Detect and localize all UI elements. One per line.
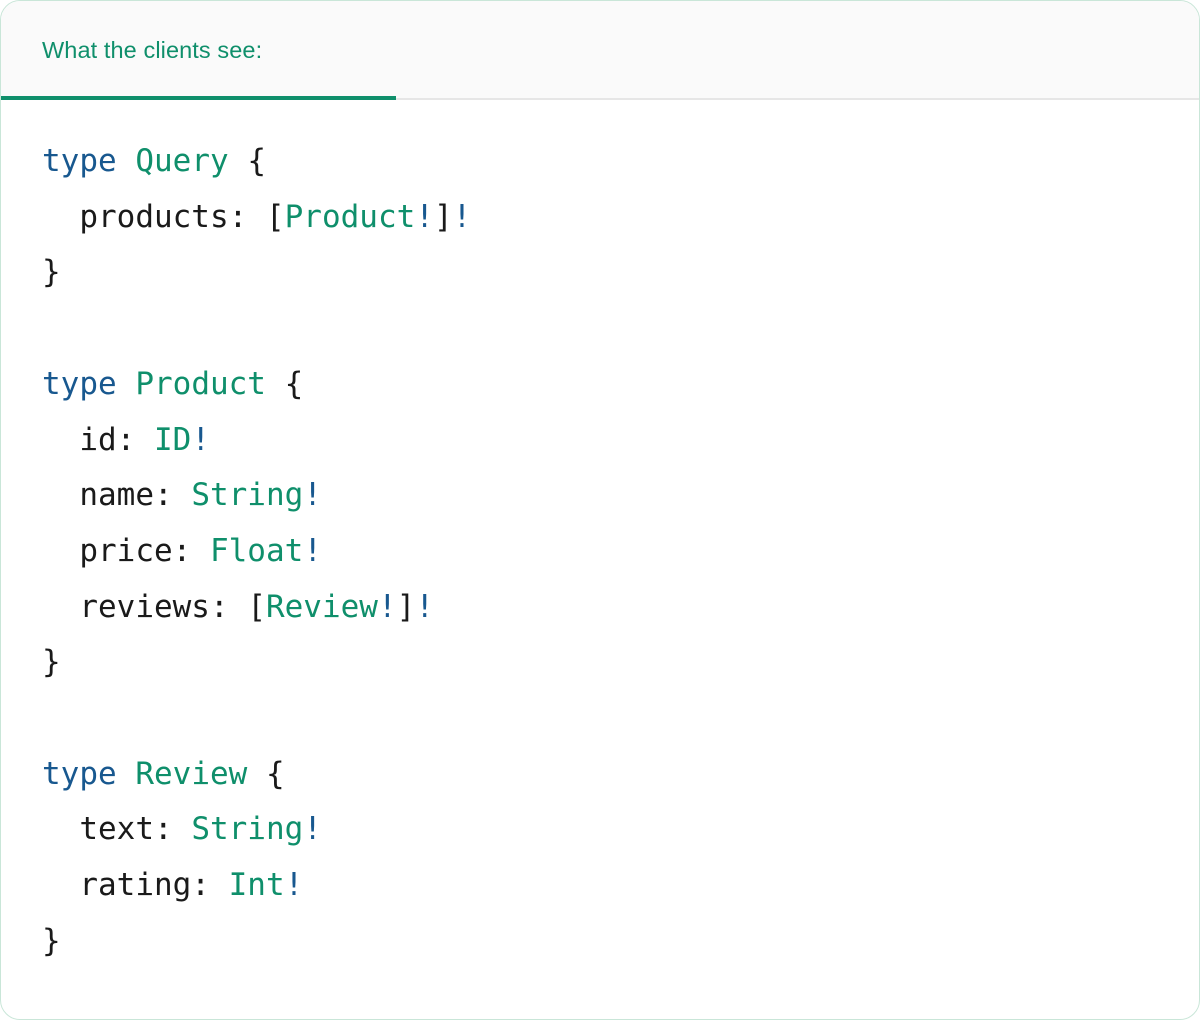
code-token-bang: ! <box>415 198 434 235</box>
graphql-schema-code[interactable]: type Query { products: [Product!]!} type… <box>42 134 1199 970</box>
code-token-field: name: <box>42 477 192 514</box>
code-token-bang: ! <box>377 588 397 625</box>
active-tab-underline <box>1 96 396 100</box>
code-token-type: Float <box>209 532 304 569</box>
code-token-punc: } <box>42 254 61 291</box>
code-token-type: String <box>191 811 304 848</box>
code-token-punc: ] <box>396 588 416 625</box>
code-token-punc <box>117 756 136 792</box>
code-token-type: Query <box>135 143 229 179</box>
code-token-kw: type <box>42 365 117 402</box>
code-token-punc: } <box>42 644 61 681</box>
code-line: } <box>42 635 1199 691</box>
code-token-field: text: <box>42 811 192 848</box>
code-token-punc <box>117 366 136 402</box>
code-line: } <box>42 914 1199 970</box>
tab-strip: What the clients see: <box>1 1 1199 100</box>
code-line: id: ID! <box>42 413 1199 469</box>
code-line: text: String! <box>42 802 1199 858</box>
code-token-punc: { <box>247 143 266 179</box>
code-token-punc: [ <box>247 588 266 625</box>
code-token-punc: ] <box>433 198 453 235</box>
code-line: reviews: [Review!]! <box>42 580 1199 636</box>
code-token-bang: ! <box>452 198 472 235</box>
tab-strip-divider <box>1 98 1199 100</box>
code-line: products: [Product!]! <box>42 190 1199 246</box>
code-token-type: Review <box>265 588 378 625</box>
code-token-bang: ! <box>303 532 322 569</box>
code-token-type: Product <box>284 198 416 235</box>
code-line: name: String! <box>42 468 1199 524</box>
code-token-kw: type <box>42 755 117 792</box>
code-line: } <box>42 245 1199 301</box>
code-token-type: ID <box>153 421 192 458</box>
code-token-field: rating: <box>42 867 229 904</box>
code-line: price: Float! <box>42 524 1199 580</box>
code-token-bang: ! <box>284 867 304 904</box>
code-token-field: price: <box>42 532 210 569</box>
code-token-punc: { <box>284 365 304 402</box>
code-token-punc: [ <box>265 198 285 235</box>
code-token-punc <box>117 143 136 179</box>
code-blank-line <box>42 691 1199 747</box>
code-token-type: Product <box>135 365 266 402</box>
code-token-field: products: <box>42 198 266 235</box>
code-token-type: Int <box>228 867 285 904</box>
code-line: rating: Int! <box>42 858 1199 914</box>
code-line: type Query { <box>42 134 1199 190</box>
code-token-field: reviews: <box>42 588 248 625</box>
code-token-punc <box>266 366 285 402</box>
code-token-bang: ! <box>303 477 322 514</box>
code-token-field: id: <box>42 421 154 458</box>
code-line: type Product { <box>42 357 1199 413</box>
code-token-kw: type <box>42 143 117 179</box>
code-token-bang: ! <box>303 811 322 848</box>
code-token-bang: ! <box>191 421 210 458</box>
code-token-punc <box>229 143 248 179</box>
code-token-bang: ! <box>415 588 434 625</box>
code-token-type: String <box>191 477 304 514</box>
code-token-punc: } <box>42 922 61 959</box>
code-token-type: Review <box>135 755 248 792</box>
code-area: type Query { products: [Product!]!} type… <box>1 100 1199 970</box>
code-token-punc <box>247 756 266 792</box>
code-token-punc: { <box>265 755 285 792</box>
tab-label: What the clients see: <box>42 37 263 63</box>
code-line: type Review { <box>42 747 1199 803</box>
tab-what-the-clients-see[interactable]: What the clients see: <box>1 1 396 100</box>
code-blank-line <box>42 301 1199 357</box>
